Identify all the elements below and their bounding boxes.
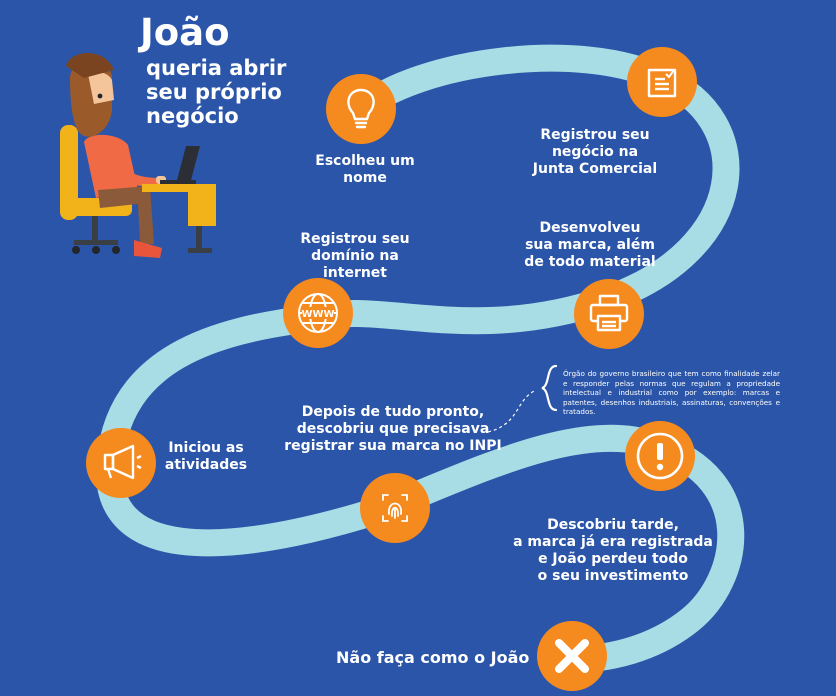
printer-icon (589, 294, 629, 332)
inpi-note: Órgão do governo brasileiro que tem como… (563, 369, 780, 417)
step-name-label: Escolheu um nome (315, 153, 415, 186)
step-junta-marker (627, 47, 697, 117)
closing-label: Não faça como o João (336, 648, 530, 667)
exclamation-icon (636, 432, 684, 480)
journey-path (95, 44, 745, 674)
joao-illustration (60, 53, 216, 258)
page-subtitle: queria abrir seu próprio negócio (146, 56, 287, 128)
page-title: João (140, 11, 230, 54)
step-start-label: Iniciou as atividades (164, 440, 248, 473)
inpi-note-brace (541, 364, 558, 412)
x-icon (555, 639, 589, 673)
document-icon (647, 68, 677, 98)
step-late-label: Descobriu tarde, a marca já era registra… (513, 517, 713, 584)
step-inpi-label: Depois de tudo pronto, descobriu que pre… (284, 404, 502, 454)
step-junta-label: Registrou seu negócio na Junta Comercial (532, 127, 658, 177)
step-domain-label: Registrou seu domínio na internet (300, 231, 410, 281)
lightbulb-icon (347, 88, 375, 129)
step-late-marker (625, 421, 695, 491)
step-start-marker (86, 428, 156, 498)
step-brand-label: Desenvolveu sua marca, além de todo mate… (524, 220, 656, 270)
inpi-note-connector (487, 389, 537, 433)
step-inpi-marker (360, 473, 430, 543)
megaphone-icon (103, 444, 142, 480)
svg-text:WWW: WWW (301, 309, 334, 320)
fingerprint-icon (382, 494, 408, 522)
step-brand-marker (574, 279, 644, 349)
step-name-marker (326, 74, 396, 144)
step-domain-marker: WWW (283, 278, 353, 348)
closing-marker (537, 621, 607, 691)
